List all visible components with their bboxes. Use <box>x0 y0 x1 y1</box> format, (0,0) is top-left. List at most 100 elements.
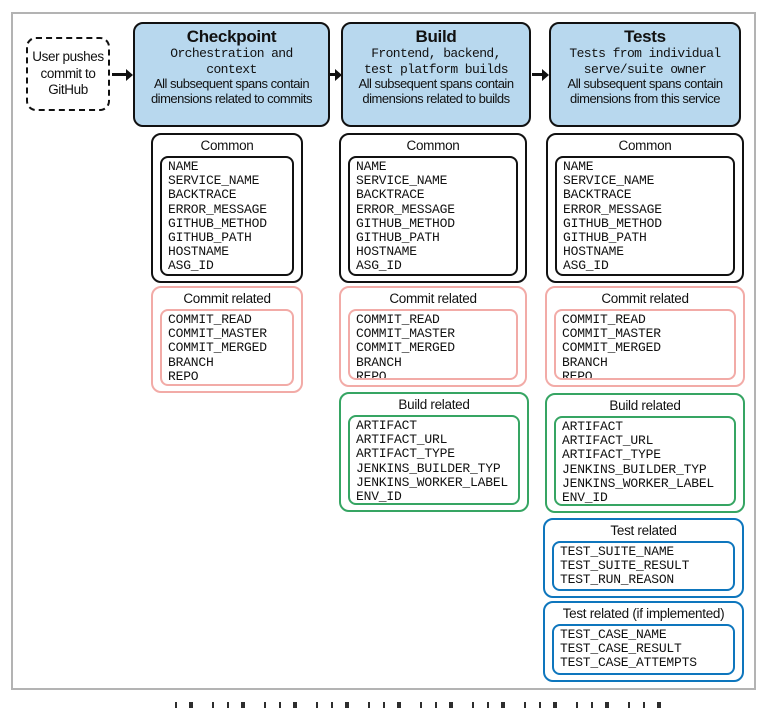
attr-item: ARTIFACT <box>356 418 417 433</box>
group-title: Common <box>406 138 460 153</box>
group-title: Build related <box>398 397 470 412</box>
stage-checkpoint: Checkpoint Orchestration and context All… <box>133 22 330 127</box>
attr-item: ASG_ID <box>356 258 402 274</box>
attr-item: COMMIT_MASTER <box>562 326 661 342</box>
attr-item: GITHUB_METHOD <box>356 215 455 231</box>
attr-item: JENKINS_WORKER_LABEL <box>562 475 715 491</box>
attr-item: BACKTRACE <box>356 187 425 203</box>
attr-item: COMMIT_READ <box>562 312 646 327</box>
attr-item: ERROR_MESSAGE <box>168 201 267 217</box>
stage-description-line: All subsequent spans contain <box>567 76 723 91</box>
attr-item: NAME <box>168 159 199 174</box>
attr-item: COMMIT_MERGED <box>168 340 267 356</box>
stage-subtitle-line: Orchestration and <box>170 46 293 61</box>
group-test-related-if-implemented-tests: Test related (if implemented) TEST_CASE_… <box>543 601 744 682</box>
stage-description-line: All subsequent spans contain <box>358 76 514 91</box>
group-title: Test related <box>610 523 677 538</box>
attr-item: ERROR_MESSAGE <box>563 201 662 217</box>
clipped-caption-text <box>175 702 680 708</box>
flow-arrow-icon <box>330 68 342 81</box>
attr-item: HOSTNAME <box>563 244 624 260</box>
group-title: Commit related <box>183 291 271 306</box>
attr-item: JENKINS_WORKER_LABEL <box>356 474 509 490</box>
attr-item: ARTIFACT_URL <box>356 432 448 448</box>
attr-item: HOSTNAME <box>168 244 229 260</box>
attr-item: HOSTNAME <box>356 244 417 260</box>
attr-item: ARTIFACT <box>562 419 623 434</box>
group-title: Build related <box>609 398 681 413</box>
attr-item: TEST_SUITE_RESULT <box>560 558 690 574</box>
attr-item: BRANCH <box>168 354 214 370</box>
attr-item: REPO <box>562 368 593 380</box>
attr-item: COMMIT_MERGED <box>356 340 455 356</box>
group-title: Common <box>200 138 254 153</box>
group-title: Common <box>618 138 672 153</box>
group-title: Test related (if implemented) <box>562 606 725 621</box>
source-node-user-pushes-commit: User pushes commit to GitHub <box>26 37 110 111</box>
flow-arrow-icon <box>532 68 549 81</box>
attr-item: SERVICE_NAME <box>356 173 448 189</box>
attr-item: COMMIT_MASTER <box>168 326 267 342</box>
stage-description-line: dimensions from this service <box>570 90 721 106</box>
attr-item: GITHUB_METHOD <box>168 215 267 231</box>
attr-item: SERVICE_NAME <box>168 173 260 189</box>
source-node-line: User pushes <box>32 49 104 65</box>
attr-item: NAME <box>356 159 387 174</box>
attr-item: JENKINS_BUILDER_TYP <box>356 460 501 476</box>
stage-tests: Tests Tests from individual serve/suite … <box>549 22 741 127</box>
attr-item: COMMIT_READ <box>356 312 440 327</box>
stage-subtitle-line: test platform builds <box>363 61 509 77</box>
stage-description-line: dimensions related to builds <box>362 90 510 106</box>
source-node-line: commit to <box>40 65 96 81</box>
attr-item: JENKINS_BUILDER_TYP <box>562 461 707 477</box>
attr-item: ENV_ID <box>562 490 608 506</box>
stage-subtitle-line: Frontend, backend, <box>371 46 501 61</box>
attr-item: GITHUB_PATH <box>168 230 252 246</box>
attr-item: BACKTRACE <box>563 187 632 203</box>
stage-subtitle-line: context <box>206 61 257 77</box>
flow-arrow-icon <box>112 68 133 81</box>
attr-item: TEST_CASE_RESULT <box>560 641 682 657</box>
stage-title: Checkpoint <box>186 27 277 46</box>
attr-item: ARTIFACT_URL <box>562 433 654 449</box>
attr-item: COMMIT_READ <box>168 312 252 327</box>
group-title: Commit related <box>601 291 689 306</box>
stage-title: Tests <box>624 27 666 46</box>
attr-item: ARTIFACT_TYPE <box>562 447 661 463</box>
attr-item: ARTIFACT_TYPE <box>356 446 455 462</box>
attr-item: GITHUB_METHOD <box>563 215 662 231</box>
group-title: Commit related <box>389 291 477 306</box>
stage-subtitle-line: Tests from individual <box>569 46 721 61</box>
attr-item: ERROR_MESSAGE <box>356 201 455 217</box>
attr-item: REPO <box>168 368 199 384</box>
attr-item: BRANCH <box>356 354 402 370</box>
attr-item: ENV_ID <box>356 489 402 505</box>
attr-item: TEST_CASE_ATTEMPTS <box>560 655 697 671</box>
stage-description-line: dimensions related to commits <box>150 90 313 106</box>
stage-build: Build Frontend, backend, test platform b… <box>341 22 531 127</box>
source-node-line: GitHub <box>48 82 88 98</box>
attr-item: COMMIT_MASTER <box>356 326 455 342</box>
attr-item: GITHUB_PATH <box>563 230 647 246</box>
attr-item: SERVICE_NAME <box>563 173 655 189</box>
attr-item: TEST_SUITE_NAME <box>560 544 675 559</box>
attr-item: ASG_ID <box>563 258 609 274</box>
